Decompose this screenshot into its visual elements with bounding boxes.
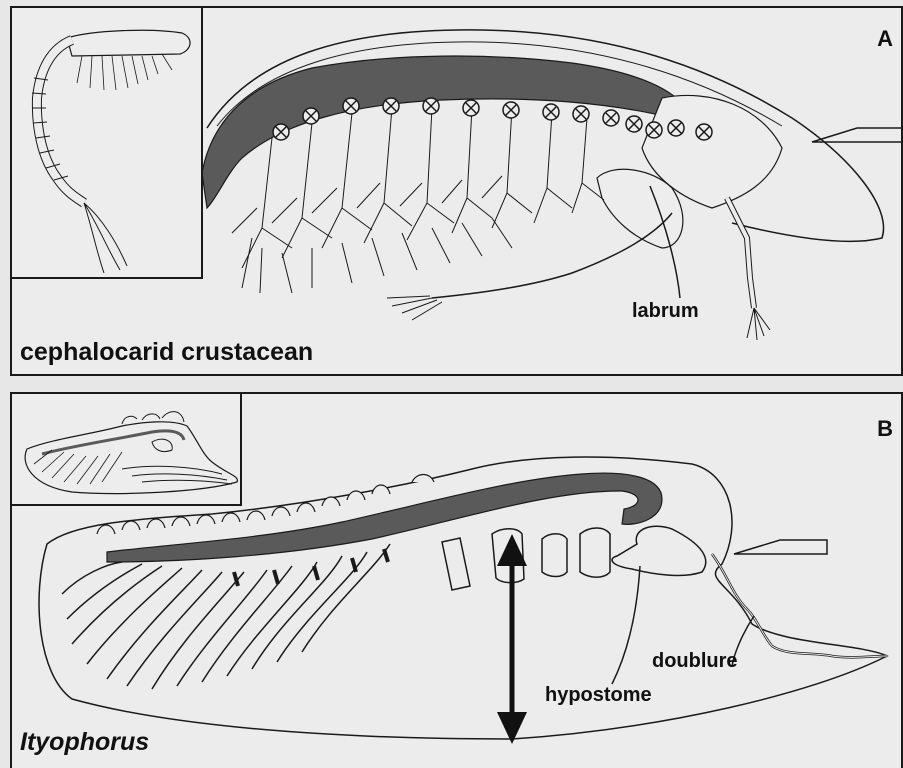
inset-cephalocarid-whole (10, 6, 203, 279)
panel-b: B doublure hypostome Ityophorus (10, 392, 903, 768)
panel-a-label: A (877, 26, 893, 52)
panel-b-caption: Ityophorus (20, 728, 149, 757)
flow-arrow-a (812, 128, 903, 142)
cephalocarid-whole-body (12, 8, 205, 281)
inset-ityophorus-whole (10, 392, 242, 506)
panel-a: A labrum cephalocarid crustacean (10, 6, 903, 376)
hypostome-label: hypostome (545, 684, 652, 707)
panel-b-label: B (877, 416, 893, 442)
ityophorus-whole-body (12, 394, 244, 508)
panel-a-caption: cephalocarid crustacean (20, 338, 313, 367)
flow-arrow-b (734, 540, 827, 554)
labrum-label: labrum (632, 300, 699, 323)
doublure-label: doublure (652, 650, 738, 673)
